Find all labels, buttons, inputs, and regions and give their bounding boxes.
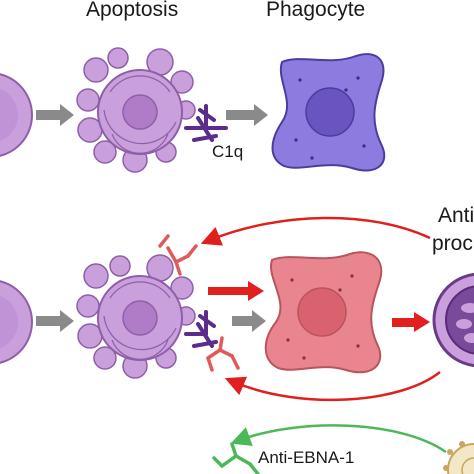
red-arrow-to-phagocyte [208,281,264,301]
virus-ebv [443,441,474,474]
healthy-cell-bottom [0,280,33,364]
red-curve-arrow-lower [224,371,441,402]
apoptotic-cell-top [76,47,196,173]
c1q-complex-top [184,104,228,142]
label-phagocyte: Phagocyte [266,0,366,21]
healthy-cell-top [0,73,33,157]
gray-arrow-top-1 [36,104,74,126]
antibody-red-upper [158,234,198,276]
gray-arrow-bottom-1 [36,310,74,332]
c1q-complex-bottom [184,310,218,348]
antibody-red-lower [206,336,240,372]
label-anti-line1: Anti [438,204,474,227]
phagocyte-top [271,53,386,172]
label-anti-line2: proc [432,232,473,255]
red-arrow-to-apc [392,312,430,332]
label-apoptosis: Apoptosis [86,0,179,21]
green-curve-arrow [230,424,447,454]
gray-arrow-top-2 [226,104,268,126]
apoptotic-cell-bottom [76,254,196,379]
label-c1q: C1q [212,142,244,161]
antigen-presenting-cell [432,272,474,368]
phagocyte-activated-bottom [264,251,383,374]
gray-arrow-bottom-2 [232,310,266,332]
antibody-green [212,442,260,474]
red-curve-arrow-upper [200,216,431,246]
label-anti-ebna-1: Anti-EBNA-1 [258,448,355,467]
